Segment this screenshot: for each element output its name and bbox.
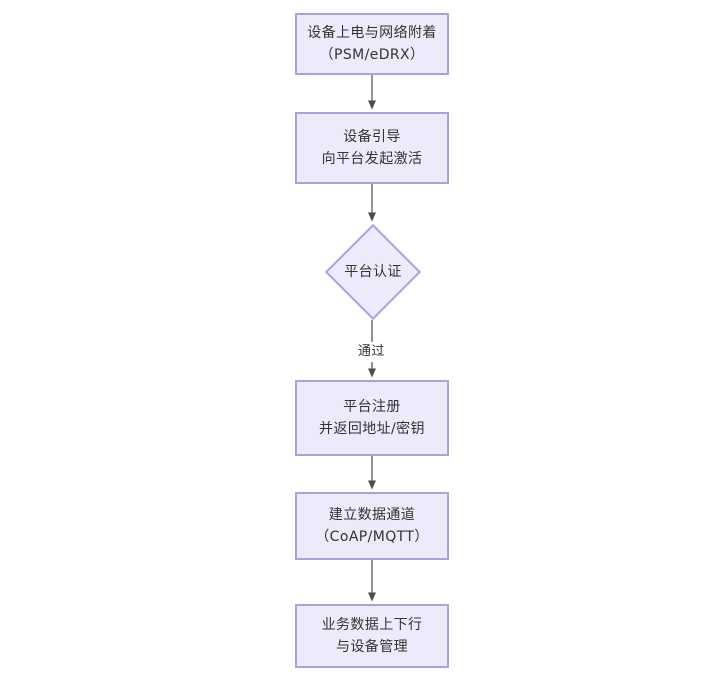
node-business-data-device-mgmt[interactable]: 业务数据上下行 与设备管理 (295, 604, 449, 668)
node-line: 平台认证 (344, 264, 402, 280)
node-line: （PSM/eDRX） (319, 47, 425, 63)
node-platform-register[interactable]: 平台注册 并返回地址/密钥 (295, 380, 449, 456)
node-establish-data-channel[interactable]: 建立数据通道 （CoAP/MQTT） (295, 492, 449, 560)
node-line: 并返回地址/密钥 (319, 421, 425, 437)
node-line: 平台注册 (343, 399, 401, 415)
node-line: 向平台发起激活 (321, 151, 423, 167)
edge-label-pass: 通过 (355, 342, 388, 362)
node-line: 设备引导 (343, 129, 401, 145)
node-line: 建立数据通道 (328, 507, 416, 523)
node-line: （CoAP/MQTT） (315, 529, 429, 545)
node-line: 与设备管理 (336, 639, 408, 655)
node-power-on-attach[interactable]: 设备上电与网络附着 （PSM/eDRX） (295, 13, 449, 75)
node-device-bootstrap[interactable]: 设备引导 向平台发起激活 (295, 112, 449, 184)
node-line: 业务数据上下行 (321, 617, 423, 633)
node-line: 设备上电与网络附着 (307, 25, 437, 41)
node-platform-auth-decision[interactable]: 平台认证 (324, 223, 422, 321)
